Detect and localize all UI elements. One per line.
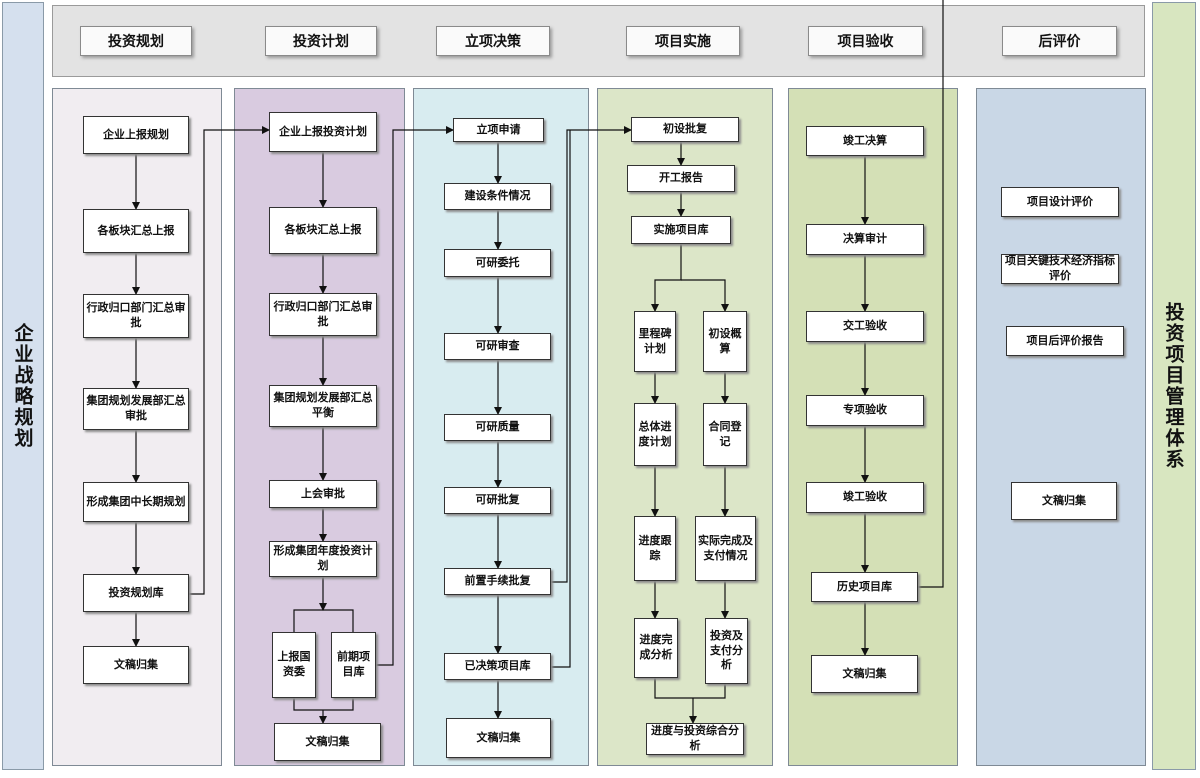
node-enterprise-report-investment-plan: 企业上报投资计划	[269, 112, 377, 152]
node-group-balance: 集团规划发展部汇总平衡	[269, 385, 377, 427]
node-progress-tracking: 进度跟踪	[634, 516, 676, 581]
node-project-design-evaluation: 项目设计评价	[1001, 187, 1119, 217]
node-investment-payment-analysis: 投资及支付分析	[705, 618, 748, 684]
node-feasibility-quality: 可研质量	[444, 414, 551, 441]
node-actual-completion-payment: 实际完成及支付情况	[695, 516, 756, 581]
node-planning-doc-archive: 文稿归集	[83, 646, 189, 684]
node-report-sasac: 上报国资委	[272, 632, 316, 698]
node-milestone-plan: 里程碑计划	[634, 311, 676, 372]
right-system-bar: 投资项目管理体系	[1152, 2, 1196, 770]
node-group-annual-plan: 形成集团年度投资计划	[269, 541, 377, 577]
node-start-report: 开工报告	[627, 165, 735, 192]
node-group-planning-approval: 集团规划发展部汇总审批	[83, 388, 189, 430]
phase-header-band	[52, 5, 1145, 77]
phase-investment-planning: 投资规划	[80, 26, 192, 56]
node-progress-completion-analysis: 进度完成分析	[634, 618, 678, 678]
node-preliminary-project-library: 前期项目库	[331, 632, 376, 698]
node-final-audit: 决算审计	[806, 224, 924, 255]
node-preliminary-design-approval: 初设批复	[631, 117, 739, 142]
node-evaluation-doc-archive: 文稿归集	[1011, 482, 1117, 520]
node-investment-plan-library: 投资规划库	[83, 574, 189, 612]
node-group-long-term-plan: 形成集团中长期规划	[83, 482, 189, 522]
node-pre-procedures-approval: 前置手续批复	[444, 568, 551, 595]
node-feasibility-review: 可研审查	[444, 333, 551, 360]
right-system-label: 投资项目管理体系	[1162, 302, 1185, 470]
node-plan-sector-summary: 各板块汇总上报	[269, 207, 377, 254]
node-decision-doc-archive: 文稿归集	[446, 718, 551, 758]
node-progress-investment-analysis: 进度与投资综合分析	[646, 723, 744, 755]
node-decided-project-library: 已决策项目库	[444, 653, 551, 680]
phase-investment-plan: 投资计划	[265, 26, 377, 56]
node-construction-conditions: 建设条件情况	[444, 183, 551, 210]
node-plan-doc-archive: 文稿归集	[274, 723, 381, 761]
node-admin-dept-approval: 行政归口部门汇总审批	[83, 294, 189, 338]
node-key-indicator-evaluation: 项目关键技术经济指标评价	[1001, 254, 1119, 284]
phase-implementation: 项目实施	[626, 26, 740, 56]
node-final-accounts: 竣工决算	[806, 126, 924, 156]
node-post-evaluation-report: 项目后评价报告	[1006, 326, 1124, 356]
node-meeting-approval: 上会审批	[269, 480, 377, 508]
node-feasibility-approval: 可研批复	[444, 487, 551, 514]
node-completion-acceptance: 竣工验收	[806, 482, 924, 513]
node-historical-project-library: 历史项目库	[811, 572, 918, 602]
node-feasibility-commission: 可研委托	[444, 249, 551, 277]
phase-project-decision: 立项决策	[436, 26, 550, 56]
node-overall-schedule: 总体进度计划	[634, 403, 676, 466]
node-implementation-project-library: 实施项目库	[631, 216, 731, 244]
node-project-application: 立项申请	[453, 118, 544, 142]
node-handover-acceptance: 交工验收	[806, 311, 924, 342]
phase-post-evaluation: 后评价	[1002, 26, 1117, 56]
node-preliminary-budget: 初设概算	[703, 311, 747, 372]
left-strategy-bar: 企业战略规划	[2, 2, 44, 770]
node-special-acceptance: 专项验收	[806, 395, 924, 426]
node-contract-registration: 合同登记	[703, 403, 747, 466]
node-plan-admin-approval: 行政归口部门汇总审批	[269, 293, 377, 336]
node-enterprise-report-plan: 企业上报规划	[83, 116, 189, 154]
left-strategy-label: 企业战略规划	[11, 323, 34, 449]
node-sector-summary-report: 各板块汇总上报	[83, 209, 189, 253]
lane-plan	[234, 88, 405, 766]
node-acceptance-doc-archive: 文稿归集	[811, 655, 918, 693]
phase-acceptance: 项目验收	[808, 26, 923, 56]
